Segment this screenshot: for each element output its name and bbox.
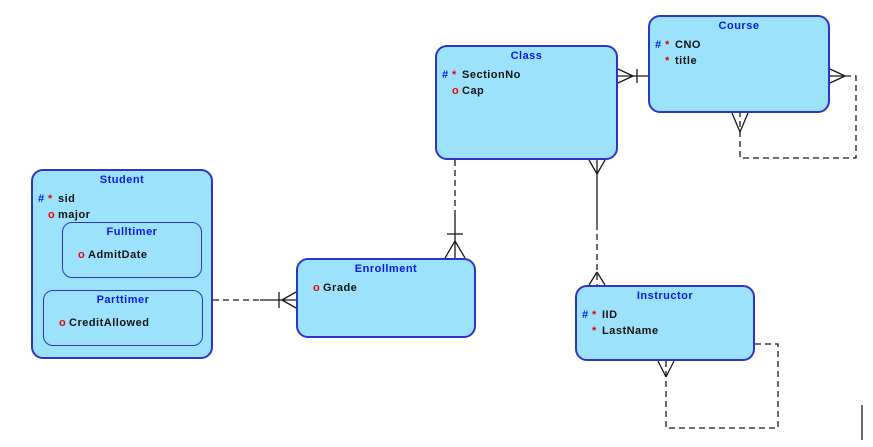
hash-marker: # [582, 309, 589, 321]
attribute-row[interactable]: #* sid [38, 191, 211, 207]
entity-title: Student [99, 174, 145, 186]
attribute-list: #* IID * LastName [577, 307, 753, 339]
attribute-row[interactable]: #* IID [582, 307, 753, 323]
optional-marker: o [48, 209, 56, 221]
optional-marker: o [452, 85, 460, 97]
optional-marker: o [78, 249, 86, 261]
required-marker: * [592, 325, 597, 337]
attribute-name: Grade [323, 282, 358, 294]
attribute-row[interactable]: #* SectionNo [442, 67, 616, 83]
entity-title: Class [510, 50, 543, 62]
relationship-course-self[interactable] [731, 68, 857, 159]
entity-course[interactable]: Course #* CNO * title [648, 15, 830, 113]
attribute-name: sid [58, 193, 76, 205]
optional-marker: o [59, 317, 67, 329]
attribute-list: #* CNO * title [650, 37, 828, 69]
entity-title: Instructor [636, 290, 694, 302]
entity-title: Parttimer [96, 294, 150, 306]
relationship-class-instructor[interactable] [588, 159, 606, 286]
relationship-student-enrollment[interactable] [213, 291, 297, 309]
attribute-name: CreditAllowed [69, 317, 150, 329]
attribute-name: CNO [675, 39, 701, 51]
required-marker: * [665, 55, 670, 67]
attribute-name: AdmitDate [88, 249, 148, 261]
entity-title: Course [718, 20, 760, 32]
attribute-row[interactable]: #* CNO [655, 37, 828, 53]
hash-marker: # [655, 39, 662, 51]
relationship-class-course[interactable] [617, 68, 648, 84]
required-marker: * [452, 69, 457, 81]
attribute-name: SectionNo [462, 69, 521, 81]
attribute-row[interactable]: * title [655, 53, 828, 69]
attribute-name: Cap [462, 85, 485, 97]
entity-title: Fulltimer [106, 226, 158, 238]
required-marker: * [665, 39, 670, 51]
relationship-class-enrollment[interactable] [444, 160, 466, 259]
attribute-name: LastName [602, 325, 659, 337]
hash-marker: # [442, 69, 449, 81]
required-marker: * [48, 193, 53, 205]
hash-marker: # [38, 193, 45, 205]
attribute-name: title [675, 55, 698, 67]
attribute-row[interactable]: * LastName [582, 323, 753, 339]
required-marker: * [592, 309, 597, 321]
relationship-instructor-self[interactable] [657, 343, 779, 429]
optional-marker: o [313, 282, 321, 294]
attribute-name: IID [602, 309, 618, 321]
entity-instructor[interactable]: Instructor #* IID * LastName [575, 285, 755, 361]
attribute-name: major [58, 209, 91, 221]
entity-title: Enrollment [354, 263, 418, 275]
